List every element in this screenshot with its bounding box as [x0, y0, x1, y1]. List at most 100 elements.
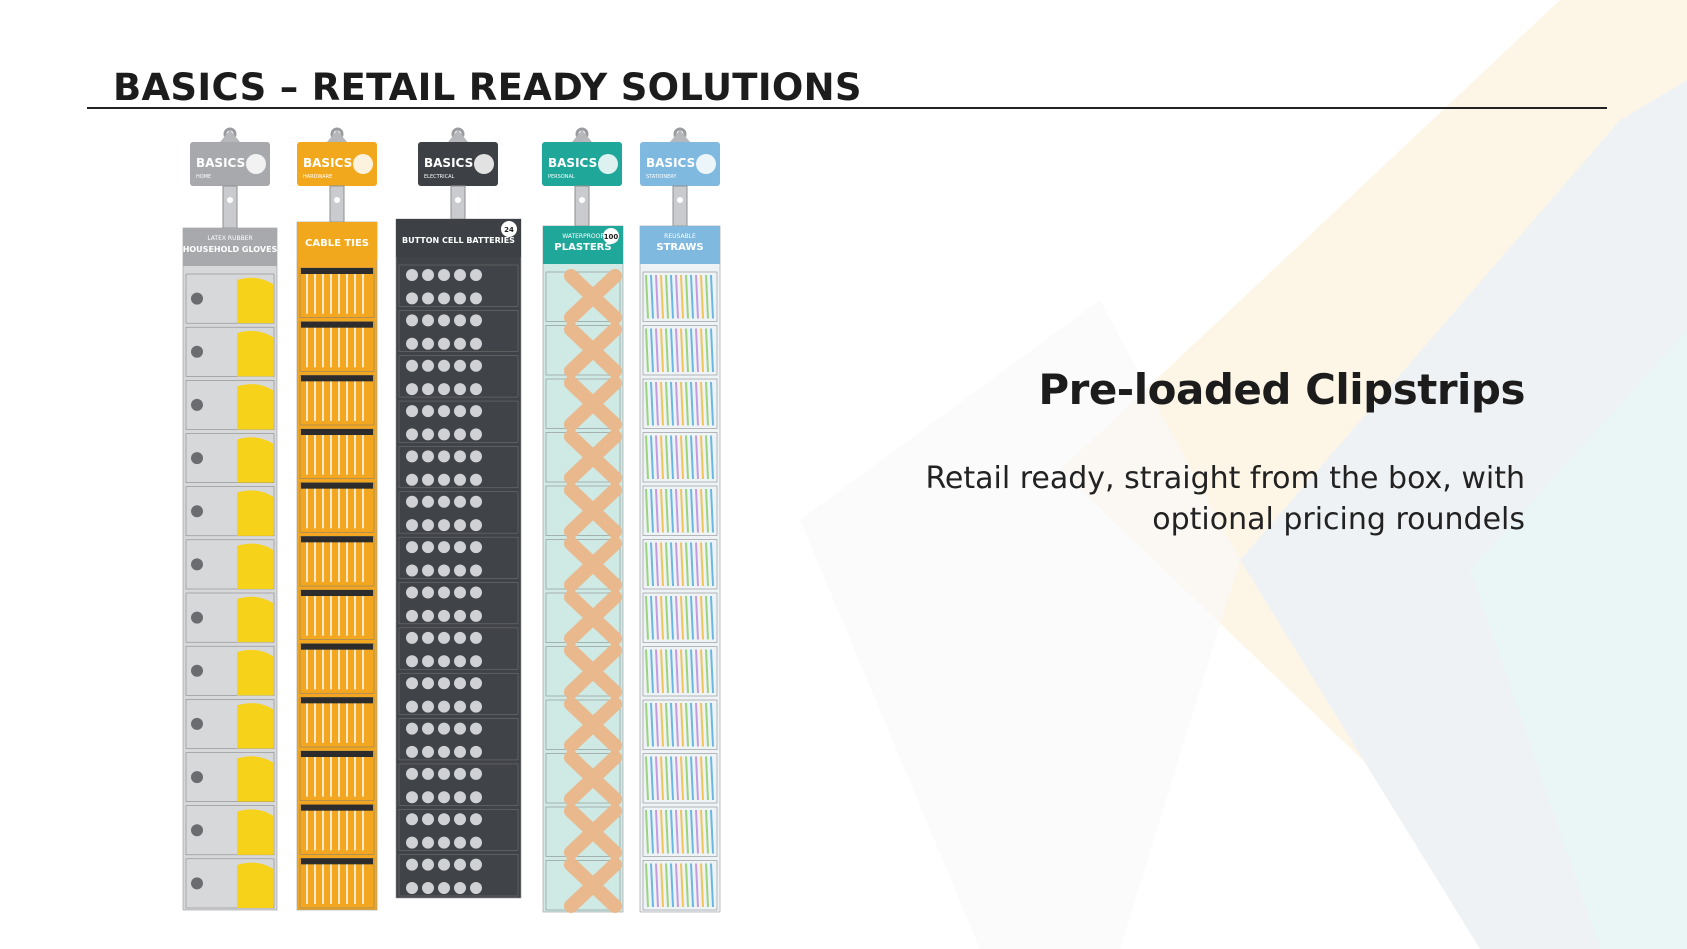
straw-mark — [655, 809, 659, 854]
euro-roundel-icon — [353, 154, 373, 174]
category-label: HOME — [196, 174, 211, 180]
straw-mark — [680, 328, 684, 373]
straw-mark — [680, 488, 684, 533]
straw-mark — [650, 274, 654, 319]
battery-cell — [470, 836, 482, 849]
battery-cell — [454, 791, 466, 804]
straw-mark — [680, 274, 684, 319]
glove-image — [237, 756, 273, 802]
clip-spine — [672, 185, 688, 227]
battery-cell — [406, 359, 418, 372]
product-card — [299, 321, 375, 372]
straw-mark — [685, 542, 689, 587]
product-subtitle: REUSABLE — [664, 233, 696, 240]
info-icon — [191, 877, 203, 890]
product-subtitle: LATEX RUBBER — [207, 235, 252, 242]
battery-cell — [422, 655, 434, 668]
battery-cell — [438, 473, 450, 486]
straw-mark — [665, 809, 669, 854]
battery-cell — [470, 269, 482, 281]
straw-mark — [705, 435, 709, 480]
straw-mark — [645, 809, 649, 854]
straw-mark — [690, 702, 694, 747]
battery-cell — [438, 677, 450, 690]
straw-mark — [655, 649, 659, 694]
description-line-2: optional pricing roundels — [1152, 502, 1525, 537]
battery-cell — [454, 314, 466, 327]
glove-image — [237, 384, 273, 430]
plaster-image — [564, 322, 622, 378]
battery-cell — [422, 292, 434, 305]
product-title-band — [640, 226, 720, 264]
straw-mark — [665, 381, 669, 426]
battery-cell — [406, 541, 418, 554]
straw-mark — [700, 702, 704, 747]
battery-cell — [406, 813, 418, 826]
battery-cell — [422, 745, 434, 758]
straw-mark — [645, 702, 649, 747]
battery-cell — [438, 858, 450, 871]
battery-cell — [470, 677, 482, 690]
battery-cell — [470, 383, 482, 396]
plaster-image — [564, 483, 622, 539]
clip-hole — [227, 197, 233, 203]
battery-cell — [454, 722, 466, 735]
count-roundel — [603, 228, 619, 244]
straw-mark — [655, 381, 659, 426]
info-icon — [191, 611, 203, 624]
battery-cell — [454, 631, 466, 644]
product-card — [299, 482, 375, 533]
straw-mark — [705, 595, 709, 640]
battery-cell — [406, 314, 418, 327]
battery-cell — [470, 541, 482, 554]
straw-mark — [665, 702, 669, 747]
straw-mark — [700, 595, 704, 640]
straw-mark — [665, 756, 669, 801]
straw-mark — [705, 381, 709, 426]
battery-cell — [406, 292, 418, 305]
battery-cell — [438, 813, 450, 826]
straw-mark — [685, 488, 689, 533]
battery-cell — [406, 722, 418, 735]
straw-mark — [670, 274, 674, 319]
battery-cell — [454, 677, 466, 690]
battery-cell — [406, 631, 418, 644]
card-label-band — [301, 804, 373, 811]
straw-mark — [650, 863, 654, 908]
plaster-image — [564, 376, 622, 432]
battery-cell — [454, 359, 466, 372]
straw-mark — [655, 702, 659, 747]
straw-mark — [705, 863, 709, 908]
brand-label: BASICS — [548, 156, 597, 170]
straw-mark — [655, 756, 659, 801]
euro-roundel-icon — [696, 154, 716, 174]
battery-cell — [406, 519, 418, 532]
card-label-band — [301, 643, 373, 650]
battery-cell — [470, 745, 482, 758]
plaster-image — [564, 269, 622, 325]
product-name: BUTTON CELL BATTERIES — [402, 236, 515, 245]
straw-mark — [675, 542, 679, 587]
battery-cell — [422, 359, 434, 372]
battery-cell — [470, 519, 482, 532]
straw-mark — [700, 274, 704, 319]
straw-mark — [675, 381, 679, 426]
straw-mark — [655, 863, 659, 908]
battery-cell — [470, 722, 482, 735]
straw-mark — [685, 809, 689, 854]
count-roundel — [501, 221, 517, 237]
product-card — [299, 267, 375, 318]
euro-roundel-icon — [474, 154, 494, 174]
straw-mark — [665, 863, 669, 908]
straw-mark — [660, 542, 664, 587]
battery-cell — [454, 495, 466, 508]
straw-mark — [660, 328, 664, 373]
battery-cell — [406, 655, 418, 668]
straw-mark — [690, 809, 694, 854]
battery-cell — [422, 700, 434, 713]
battery-cell — [406, 882, 418, 894]
battery-cell — [422, 473, 434, 486]
plaster-image — [564, 643, 622, 699]
